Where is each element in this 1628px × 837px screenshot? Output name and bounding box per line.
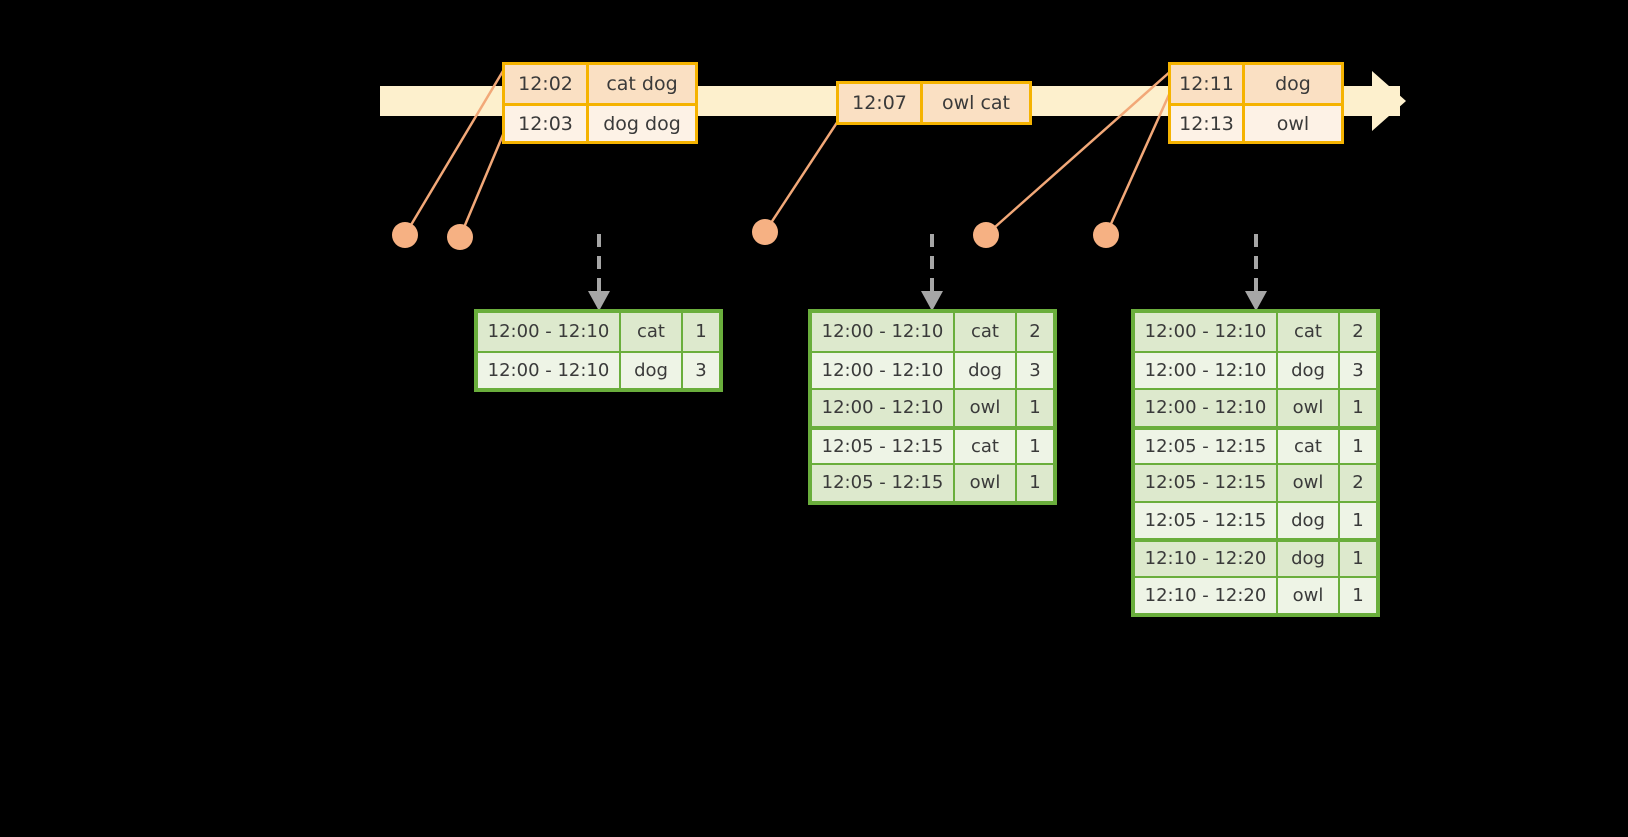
key-cell: owl bbox=[1278, 390, 1340, 426]
key-cell: owl bbox=[955, 390, 1017, 426]
window-cell: 12:00 - 12:10 bbox=[812, 352, 955, 388]
count-cell: 1 bbox=[695, 321, 707, 343]
window-cell: 12:05 - 12:15 bbox=[1135, 429, 1278, 463]
count-cell: 1 bbox=[1029, 397, 1041, 419]
connector-line-3 bbox=[763, 117, 842, 233]
count-cell: 2 bbox=[1352, 472, 1364, 494]
window-cell: 12:00 - 12:10 bbox=[478, 313, 621, 351]
event-words: dog bbox=[1275, 73, 1311, 95]
window-cell: 12:05 - 12:15 bbox=[812, 465, 955, 501]
dashed-arrow-head-3 bbox=[1245, 291, 1267, 311]
count-cell: 1 bbox=[1352, 584, 1364, 606]
window-cell: 12:05 - 12:15 bbox=[812, 429, 955, 463]
event-row: 12:07 owl cat bbox=[839, 84, 1029, 122]
key-cell: dog bbox=[1278, 352, 1340, 388]
timeline-arrowhead-icon bbox=[1372, 71, 1406, 131]
key-cell: dog bbox=[1278, 542, 1340, 576]
connector-line-2 bbox=[458, 129, 507, 238]
event-row: 12:11 dog bbox=[1171, 65, 1341, 103]
key-cell: owl bbox=[1278, 465, 1340, 501]
key-cell: dog bbox=[1278, 502, 1340, 538]
window-cell: 12:00 - 12:10 bbox=[478, 352, 621, 388]
dashed-arrow-head-1 bbox=[588, 291, 610, 311]
event-words: owl bbox=[1276, 112, 1310, 135]
event-words: owl cat bbox=[941, 92, 1011, 114]
key-cell: cat bbox=[1278, 429, 1340, 463]
count-cell: 3 bbox=[1029, 359, 1041, 381]
window-cell: 12:10 - 12:20 bbox=[1135, 542, 1278, 576]
key-cell: dog bbox=[621, 352, 683, 388]
key-cell: cat bbox=[1278, 313, 1340, 351]
link-dot-3 bbox=[752, 219, 778, 245]
event-row: 12:02 cat dog bbox=[505, 65, 695, 103]
link-dot-5 bbox=[1093, 222, 1119, 248]
event-box-2[interactable]: 12:07 owl cat bbox=[836, 81, 1032, 125]
event-row: 12:03 dog dog bbox=[505, 103, 695, 141]
window-cell: 12:05 - 12:15 bbox=[1135, 502, 1278, 538]
count-cell: 1 bbox=[1352, 435, 1364, 457]
count-cell: 1 bbox=[1352, 509, 1364, 531]
event-time: 12:11 bbox=[1171, 65, 1245, 103]
event-box-3[interactable]: 12:11 dog 12:13 owl bbox=[1168, 62, 1344, 144]
dashed-arrow-head-2 bbox=[921, 291, 943, 311]
event-time: 12:07 bbox=[839, 84, 923, 122]
count-cell: 1 bbox=[1029, 472, 1041, 494]
count-cell: 2 bbox=[1352, 321, 1364, 343]
count-cell: 1 bbox=[1029, 435, 1041, 457]
count-cell: 2 bbox=[1029, 321, 1041, 343]
link-dot-4 bbox=[973, 222, 999, 248]
event-words: cat dog bbox=[606, 73, 678, 95]
event-time: 12:13 bbox=[1171, 106, 1245, 141]
window-cell: 12:05 - 12:15 bbox=[1135, 465, 1278, 501]
window-cell: 12:00 - 12:10 bbox=[1135, 313, 1278, 351]
key-cell: owl bbox=[955, 465, 1017, 501]
window-cell: 12:00 - 12:10 bbox=[812, 313, 955, 351]
key-cell: owl bbox=[1278, 577, 1340, 613]
key-cell: cat bbox=[621, 313, 683, 351]
window-cell: 12:00 - 12:10 bbox=[1135, 390, 1278, 426]
count-cell: 1 bbox=[1352, 397, 1364, 419]
count-cell: 3 bbox=[1352, 359, 1364, 381]
key-cell: dog bbox=[955, 352, 1017, 388]
window-cell: 12:00 - 12:10 bbox=[812, 390, 955, 426]
window-cell: 12:00 - 12:10 bbox=[1135, 352, 1278, 388]
key-cell: cat bbox=[955, 429, 1017, 463]
event-words: dog dog bbox=[603, 112, 681, 135]
window-cell: 12:10 - 12:20 bbox=[1135, 577, 1278, 613]
link-dot-1 bbox=[392, 222, 418, 248]
event-box-1[interactable]: 12:02 cat dog 12:03 dog dog bbox=[502, 62, 698, 144]
count-cell: 3 bbox=[695, 359, 707, 381]
link-dot-2 bbox=[447, 224, 473, 250]
event-row: 12:13 owl bbox=[1171, 103, 1341, 141]
event-time: 12:02 bbox=[505, 65, 589, 103]
event-time: 12:03 bbox=[505, 106, 589, 141]
count-cell: 1 bbox=[1352, 548, 1364, 570]
key-cell: cat bbox=[955, 313, 1017, 351]
